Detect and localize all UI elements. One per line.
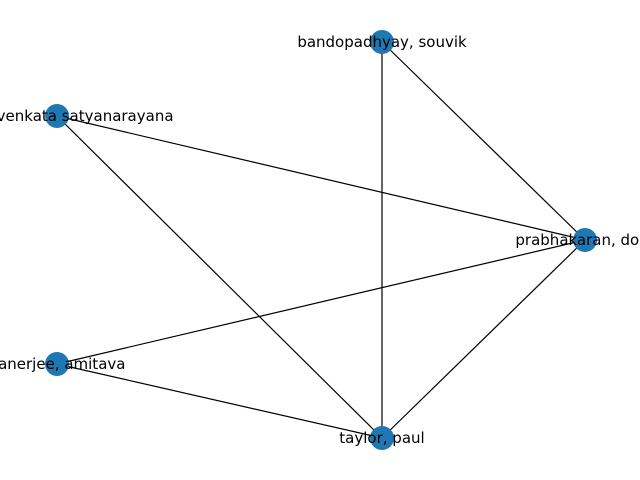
node-label-banerjee: banerjee, amitava [0, 355, 125, 373]
node-bandopadhyay [370, 30, 394, 54]
node-banerjee [45, 352, 69, 376]
edge-bandopadhyay-prabhakaran [381, 41, 586, 241]
node-malleti [45, 104, 69, 128]
edges-layer [56, 41, 586, 439]
node-label-prabhakaran: prabhakaran, dora [515, 231, 640, 249]
node-taylor [370, 426, 394, 450]
node-label-bandopadhyay: bandopadhyay, souvik [297, 33, 467, 51]
edge-banerjee-prabhakaran [56, 239, 586, 365]
node-label-taylor: taylor, paul [339, 429, 424, 447]
node-prabhakaran [573, 228, 597, 252]
edge-banerjee-taylor [56, 363, 383, 439]
edge-malleti-prabhakaran [56, 115, 586, 241]
nodes-layer [45, 30, 597, 450]
edge-malleti-taylor [56, 115, 383, 439]
node-label-malleti: malleti venkata satyanarayana [0, 107, 174, 125]
edge-prabhakaran-taylor [381, 239, 586, 439]
labels-layer: bandopadhyay, souvik malleti venkata saty… [0, 33, 640, 447]
